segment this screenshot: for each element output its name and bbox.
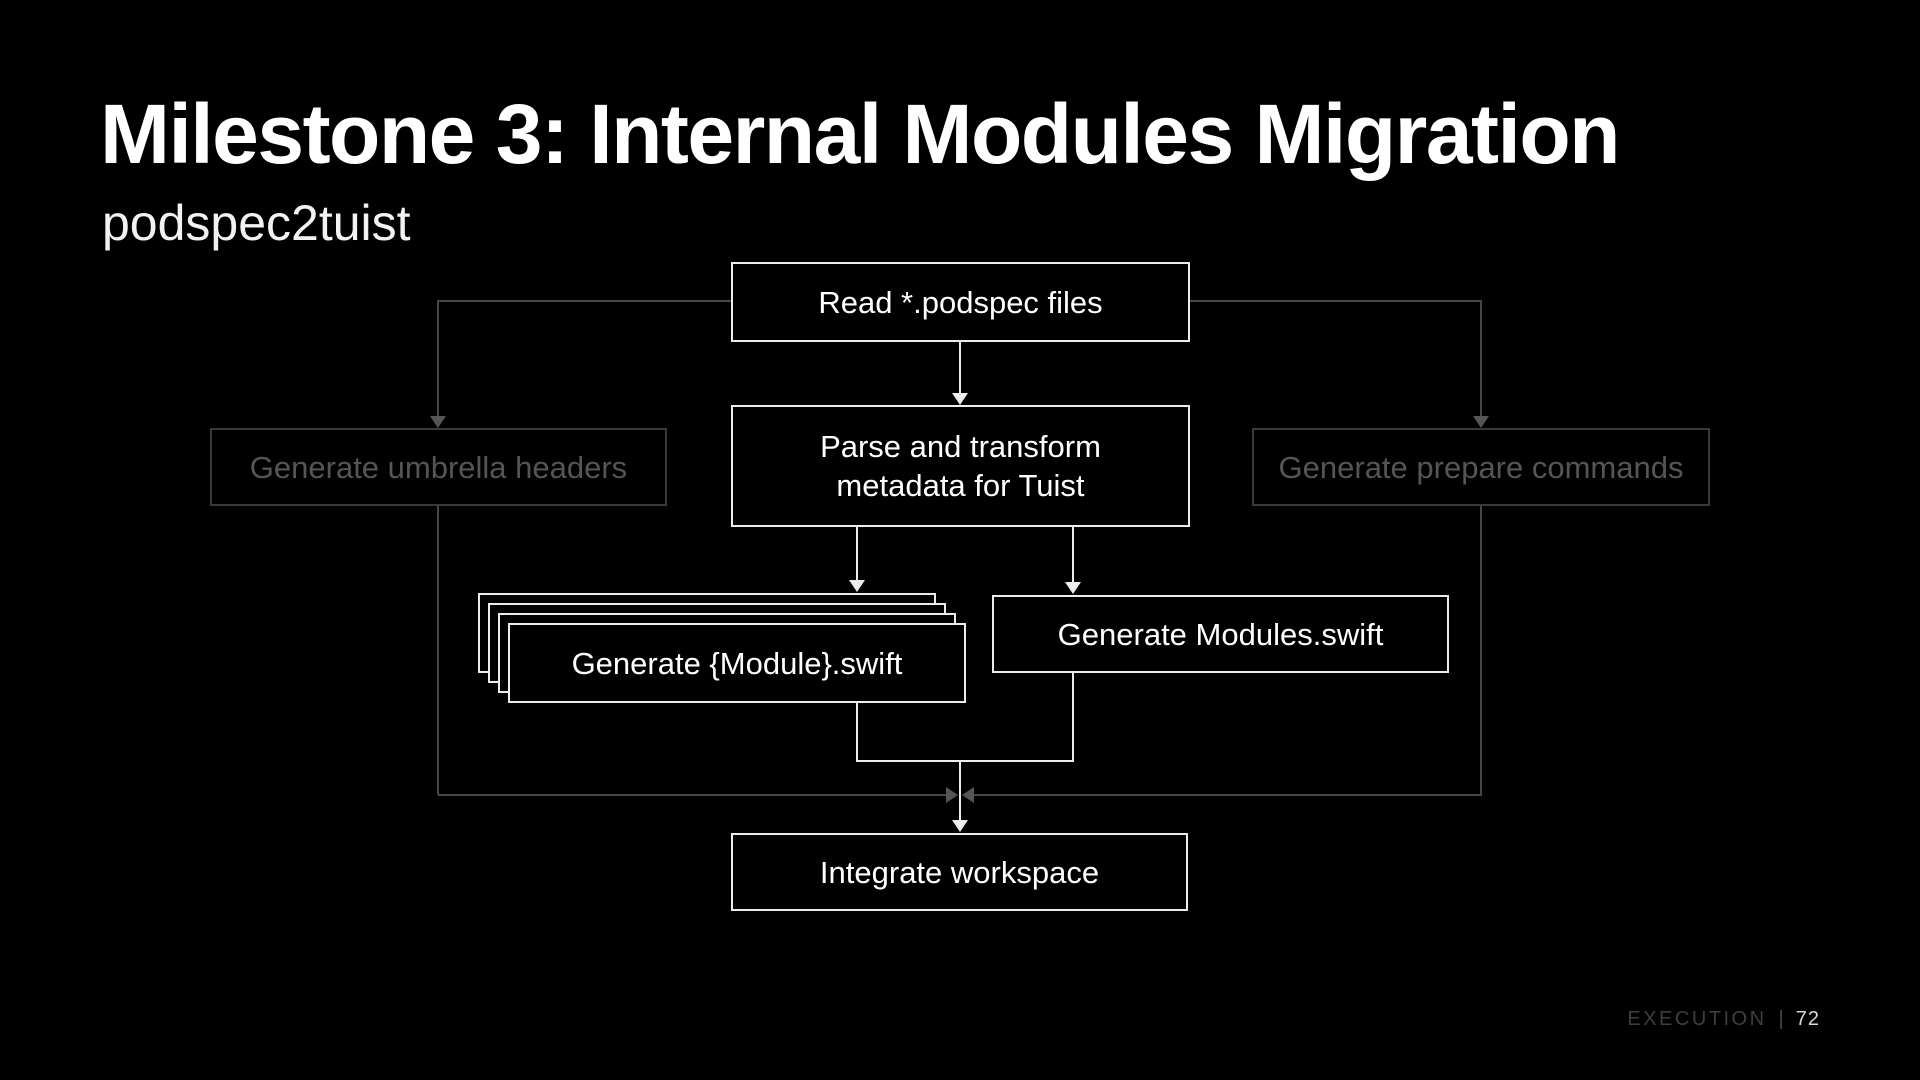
- node-read-podspec-files: Read *.podspec files: [731, 262, 1190, 342]
- node-label: Generate prepare commands: [1278, 449, 1684, 485]
- slide-title: Milestone 3: Internal Modules Migration: [100, 87, 1620, 181]
- arrow-left-icon: [962, 787, 974, 803]
- edge-read-to-parse: [959, 342, 961, 394]
- node-generate-modules-swift: Generate Modules.swift: [992, 595, 1449, 673]
- edge-merge-to-integrate: [959, 760, 961, 821]
- slide-footer: EXECUTION | 72: [1627, 1008, 1820, 1030]
- edge-read-to-prepare-horizontal: [1190, 300, 1482, 302]
- edge-parse-to-module-swift: [856, 527, 858, 581]
- edge-parse-to-modules-swift: [1072, 527, 1074, 583]
- node-integrate-workspace: Integrate workspace: [731, 833, 1188, 911]
- node-label: Generate {Module}.swift: [571, 645, 903, 681]
- slide-subtitle: podspec2tuist: [102, 195, 411, 251]
- edge-module-swift-down: [856, 703, 858, 762]
- node-label: Integrate workspace: [819, 854, 1100, 890]
- node-generate-prepare-commands: Generate prepare commands: [1252, 428, 1710, 506]
- arrow-right-icon: [946, 787, 958, 803]
- arrow-down-icon: [952, 820, 968, 832]
- edge-prepare-merge-horizontal: [974, 794, 1482, 796]
- node-label: Generate Modules.swift: [1057, 616, 1384, 652]
- edge-read-to-umbrella-horizontal: [438, 300, 731, 302]
- node-label: Parse and transform metadata for Tuist: [820, 429, 1101, 503]
- node-generate-umbrella-headers: Generate umbrella headers: [210, 428, 667, 506]
- arrow-down-icon: [430, 416, 446, 428]
- edge-read-to-umbrella-vertical: [437, 300, 439, 416]
- arrow-down-icon: [849, 580, 865, 592]
- edge-prepare-to-merge-vertical: [1480, 506, 1482, 795]
- arrow-down-icon: [1065, 582, 1081, 594]
- node-parse-transform-metadata: Parse and transform metadata for Tuist: [731, 405, 1190, 527]
- footer-separator: |: [1778, 1008, 1784, 1030]
- node-label: Generate umbrella headers: [249, 449, 628, 485]
- edge-umbrella-to-merge-vertical: [437, 506, 439, 795]
- footer-section-label: EXECUTION: [1627, 1008, 1767, 1030]
- footer-page-number: 72: [1795, 1008, 1820, 1030]
- edge-umbrella-merge-horizontal: [438, 794, 946, 796]
- edge-merge-bar: [856, 760, 1074, 762]
- edge-modules-swift-down: [1072, 673, 1074, 762]
- node-generate-module-swift: Generate {Module}.swift: [508, 623, 966, 703]
- arrow-down-icon: [952, 393, 968, 405]
- node-label: Read *.podspec files: [818, 284, 1103, 320]
- edge-read-to-prepare-vertical: [1480, 300, 1482, 416]
- arrow-down-icon: [1473, 416, 1489, 428]
